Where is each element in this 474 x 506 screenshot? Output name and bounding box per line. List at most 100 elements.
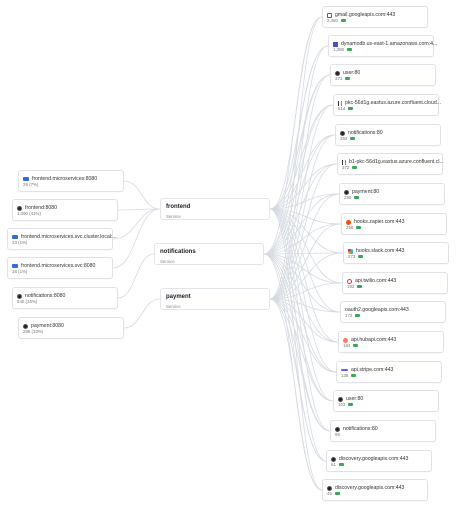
status-bar (352, 166, 358, 169)
dest-node-dynamodb[interactable]: dynamodb.us-east-1.amazonaws.com:4... 1,… (328, 35, 437, 57)
connection-line (269, 208, 344, 254)
connection-line (269, 74, 331, 300)
connection-line (269, 252, 344, 300)
dest-node-user-2[interactable]: user:80 103 (333, 390, 439, 412)
connection-line (263, 253, 337, 373)
connection-line (263, 223, 342, 255)
connection-line (269, 163, 338, 300)
connection-line (269, 45, 329, 210)
status-bar (353, 344, 359, 347)
connection-line (269, 104, 334, 300)
dest-node-user[interactable]: user:80 371 (330, 64, 436, 86)
source-node-frontend-cluster-local[interactable]: frontend.microservices.svc.cluster.local… (7, 228, 117, 250)
status-bar (345, 77, 351, 80)
dest-node-payment[interactable]: payment:80 290 (339, 183, 445, 205)
kubernetes-icon (12, 264, 18, 268)
service-icon (335, 70, 340, 76)
connection-line (263, 253, 331, 432)
connection-line (269, 208, 341, 313)
service-icon (335, 426, 340, 432)
status-bar (341, 19, 346, 22)
hubspot-icon (343, 337, 348, 343)
connection-line (117, 208, 161, 211)
dest-node-notifications-2[interactable]: notifications:80 96 (330, 420, 436, 442)
dest-node-discovery[interactable]: discovery.googleapis.com:443 61 (326, 450, 432, 472)
dynamodb-icon (333, 41, 338, 47)
status-bar (338, 463, 344, 466)
status-bar (355, 314, 361, 317)
status-bar (348, 107, 354, 110)
kubernetes-icon (23, 177, 29, 181)
service-icon (331, 456, 336, 462)
connection-line (263, 104, 334, 255)
connection-line (269, 208, 342, 225)
source-node-frontend-svc[interactable]: frontend.microservices.svc:8080 16 (1%) (7, 257, 113, 279)
connection-line (269, 208, 331, 432)
service-icon (23, 323, 28, 329)
source-node-notifications[interactable]: notifications:8080 540 (16%) (12, 287, 118, 309)
connection-line (269, 282, 343, 300)
service-node-payment[interactable]: payment Service (160, 288, 270, 310)
connection-line (263, 16, 323, 255)
connection-line (269, 208, 327, 462)
status-bar (334, 492, 340, 495)
connection-line (112, 208, 161, 269)
connection-line (112, 208, 161, 240)
service-icon (338, 396, 343, 402)
connection-line (269, 208, 339, 343)
connection-line (269, 223, 342, 300)
connection-line (123, 298, 161, 329)
connection-line (263, 253, 343, 284)
service-node-frontend[interactable]: frontend Service (160, 198, 270, 220)
status-bar (357, 285, 363, 288)
dest-node-confluent-b1[interactable]: b1-pkc-56d1g.eastus.azure.confluent.cl..… (337, 153, 444, 175)
connection-line (269, 298, 323, 491)
connection-line (263, 193, 340, 255)
dest-node-hubspot[interactable]: api.hubapi.com:443 184 (338, 331, 444, 353)
dest-node-zapier[interactable]: hooks.zapier.com:443 258 (341, 213, 447, 235)
connection-line (269, 16, 323, 300)
connection-line (269, 134, 336, 300)
dest-node-twilio[interactable]: api.twilio.com:443 192 (342, 272, 448, 294)
connection-line (269, 298, 334, 402)
dest-node-confluent[interactable]: pkc-56d1g.eastus.azure.confluent.cloud..… (333, 94, 441, 116)
connection-line (269, 208, 334, 402)
service-node-notifications[interactable]: notifications Service (154, 243, 264, 265)
dest-node-stripe[interactable]: api.stripe.com:443 138 (336, 361, 442, 383)
connection-line (263, 253, 339, 343)
connection-line (269, 298, 339, 343)
connection-line (117, 253, 155, 299)
dest-node-slack[interactable]: hooks.slack.com:443 273 (343, 242, 449, 264)
connection-line (263, 253, 323, 491)
connection-line (269, 104, 334, 210)
connection-line (269, 74, 331, 210)
twilio-icon (347, 278, 352, 284)
connection-line (263, 253, 341, 313)
connection-line (269, 208, 343, 284)
service-icon (340, 130, 345, 136)
connection-line (263, 252, 344, 255)
connection-line (263, 134, 336, 255)
status-bar (351, 374, 357, 377)
status-bar (348, 403, 354, 406)
connection-line (263, 45, 329, 255)
dest-node-oauth2[interactable]: oauth2.googleapis.com:443 172 (340, 301, 446, 323)
status-bar (356, 226, 362, 229)
status-bar (358, 255, 364, 258)
service-icon (17, 205, 22, 211)
connection-line (269, 193, 340, 210)
connection-line (269, 163, 338, 210)
source-node-frontend[interactable]: frontend:8080 1,390 (41%) (12, 199, 118, 221)
source-node-payment[interactable]: payment:8080 296 (33%) (18, 317, 124, 339)
dest-node-discovery-2[interactable]: discovery.googleapis.com:443 46 (322, 479, 428, 501)
dest-node-gmail[interactable]: gmail.googleapis.com:443 2,480 (322, 6, 428, 28)
kafka-icon (338, 100, 342, 106)
connection-line (269, 298, 327, 462)
connection-line (263, 74, 331, 255)
gmail-icon (327, 12, 332, 18)
source-node-frontend-microservices[interactable]: frontend.microservices:8080 25 (7%) (18, 170, 124, 192)
kubernetes-icon (12, 235, 18, 239)
dest-node-notifications[interactable]: notifications:80 384 (335, 124, 441, 146)
connection-line (269, 45, 329, 300)
connection-line (269, 134, 336, 210)
